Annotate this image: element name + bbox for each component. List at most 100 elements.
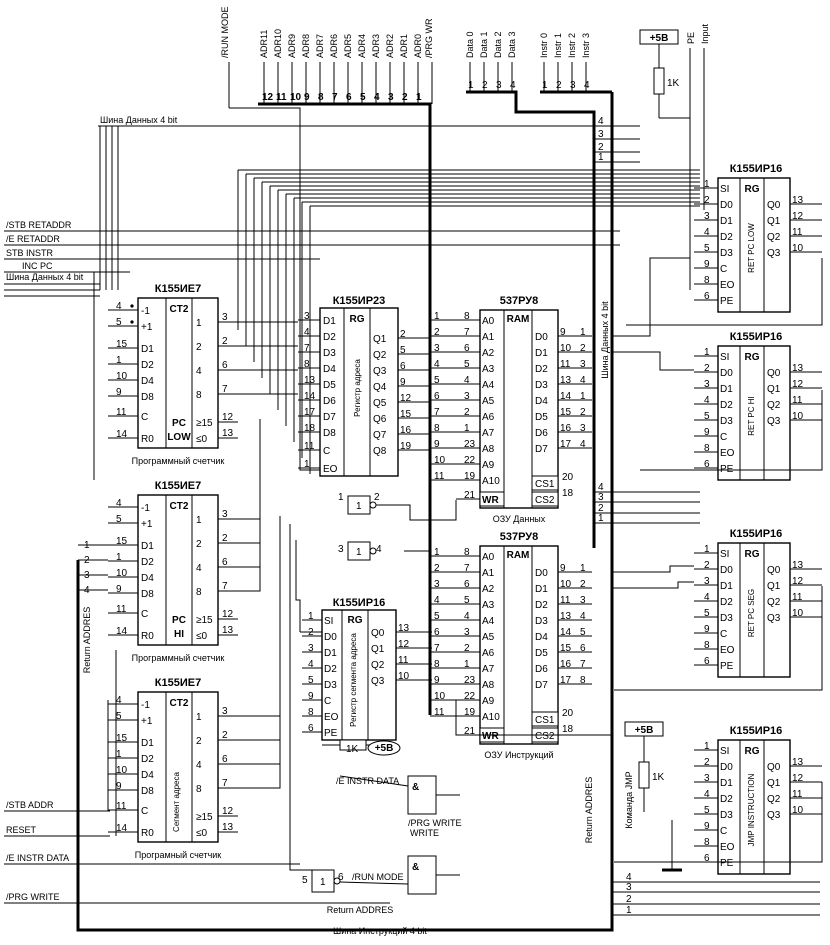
seg-reg-in: SI xyxy=(324,616,333,627)
addr-reg-in-pin: 4 xyxy=(304,327,310,338)
right-reg-in-pin: 6 xyxy=(704,656,710,667)
cs1-box xyxy=(531,711,559,727)
seg-reg-out: Q1 xyxy=(371,644,385,655)
data-label: Data 0 xyxy=(465,31,475,58)
counter-func: CT2 xyxy=(170,501,189,512)
counter-in-label: -1 xyxy=(141,503,150,514)
return-addres-bottom: Return ADDRES xyxy=(327,905,394,915)
cs1-pin: 20 xyxy=(562,472,574,483)
counter-out-pin: 6 xyxy=(222,557,228,568)
wire xyxy=(640,390,823,471)
ram-data-pin: 10 xyxy=(560,343,572,354)
ram-bus-num: 10 xyxy=(434,455,446,466)
seg-reg-in-pin: 4 xyxy=(308,659,314,670)
ram-addr-pin: 2 xyxy=(464,643,470,654)
right-reg-in-pin: 4 xyxy=(704,789,710,800)
adr-pin: 4 xyxy=(374,92,380,103)
right-reg-in: PE xyxy=(720,296,734,307)
right-reg-vert: RET PC LOW xyxy=(747,223,756,273)
ram-addr-pin: 3 xyxy=(464,627,470,638)
ram-ext-num: 7 xyxy=(580,659,586,670)
e-instr-data-mid: /E INSTR DATA xyxy=(336,776,399,786)
seg-reg-in: D0 xyxy=(324,632,337,643)
counter-mid2: LOW xyxy=(167,432,191,443)
counter-out-label: ≥15 xyxy=(196,418,213,429)
data-bus xyxy=(466,90,596,548)
ram-addr-label: A8 xyxy=(482,680,495,691)
wire xyxy=(218,491,261,592)
adr-label: ADR5 xyxy=(343,34,353,58)
wire xyxy=(455,700,612,736)
seg-reg-in: PE xyxy=(324,728,338,739)
bus-num-right: 3 xyxy=(598,129,604,140)
ram-addr-pin: 4 xyxy=(464,375,470,386)
adr-pin: 12 xyxy=(262,92,274,103)
right-reg-out-pin: 11 xyxy=(792,592,803,603)
e-retaddr-label: /E RETADDR xyxy=(6,234,60,244)
seg-reg-in: C xyxy=(324,696,331,707)
run-mode-label: /RUN MODE xyxy=(220,7,230,59)
junction-dot xyxy=(130,320,134,324)
return-addres-right: Return ADDRES xyxy=(584,777,594,844)
ram-addr-pin: 23 xyxy=(464,675,476,686)
ram-addr-label: A5 xyxy=(482,632,495,643)
counter-in-pin: 9 xyxy=(116,387,122,398)
addr-reg-in-pin: 11 xyxy=(304,441,315,452)
ram-func: RAM xyxy=(507,550,530,561)
inv-bubble xyxy=(369,547,377,555)
cs2-pin: 18 xyxy=(562,488,574,499)
right-reg-in: PE xyxy=(720,661,734,672)
counter-1 xyxy=(137,494,219,646)
addr-reg-out: Q4 xyxy=(373,382,387,393)
right-reg-title: К155ИР16 xyxy=(730,163,783,175)
prg-write-label: /PRG WRITE xyxy=(6,892,60,902)
right-reg-title: К155ИР16 xyxy=(730,331,783,343)
ram-bus-num: 2 xyxy=(434,563,440,574)
ram-addr-pin: 6 xyxy=(464,343,470,354)
addr-reg-in: D8 xyxy=(323,428,336,439)
counter-in-pin: 5 xyxy=(116,711,122,722)
cs1-box xyxy=(531,475,559,491)
right-reg-in: EO xyxy=(720,280,735,291)
resistor-1k-2 xyxy=(638,761,650,789)
wr-pin: 21 xyxy=(464,726,476,737)
ram-data-label: D7 xyxy=(535,444,548,455)
counter-out-pin: 12 xyxy=(222,412,234,423)
counter-out-pin: 2 xyxy=(222,533,228,544)
right-reg-out-pin: 12 xyxy=(792,773,804,784)
right-reg-1 xyxy=(717,345,791,481)
right-reg-in: SI xyxy=(720,746,729,757)
counter-in-label: D4 xyxy=(141,376,154,387)
ram-data-pin: 11 xyxy=(560,595,571,606)
stb-instr-label: STB INSTR xyxy=(6,248,54,258)
ram-ext-num: 6 xyxy=(580,643,586,654)
right-reg-out-pin: 12 xyxy=(792,211,804,222)
seg-reg-in: EO xyxy=(324,712,339,723)
ram-addr-pin: 2 xyxy=(464,407,470,418)
wr-label: WR xyxy=(482,495,499,506)
counter-in-pin: 9 xyxy=(116,584,122,595)
ram-addr-pin: 23 xyxy=(464,439,476,450)
right-reg-out: Q0 xyxy=(767,368,781,379)
counter-out-pin: 2 xyxy=(222,730,228,741)
ram-bus-num: 1 xyxy=(434,547,440,558)
ram-addr-label: A2 xyxy=(482,584,495,595)
right-reg-in-pin: 2 xyxy=(704,363,710,374)
right-reg-out: Q2 xyxy=(767,794,781,805)
bus-num-bottom: 1 xyxy=(626,905,632,916)
ram-bus-num: 3 xyxy=(434,343,440,354)
ram-bus-num: 6 xyxy=(434,627,440,638)
counter-out-pin: 12 xyxy=(222,806,234,817)
reset-label: RESET xyxy=(6,825,37,835)
ram-data-pin: 10 xyxy=(560,579,572,590)
stb-addr-label: /STB ADDR xyxy=(6,800,54,810)
wire xyxy=(626,258,823,326)
right-reg-in-pin: 5 xyxy=(704,805,710,816)
counter-in-label: D1 xyxy=(141,738,154,749)
right-reg-in: D1 xyxy=(720,581,733,592)
ram-bus-num: 5 xyxy=(434,611,440,622)
counter-in-pin: 1 xyxy=(116,355,122,366)
addr-reg-out-pin: 6 xyxy=(400,361,406,372)
right-reg-out: Q0 xyxy=(767,762,781,773)
ram-data-pin: 14 xyxy=(560,391,572,402)
